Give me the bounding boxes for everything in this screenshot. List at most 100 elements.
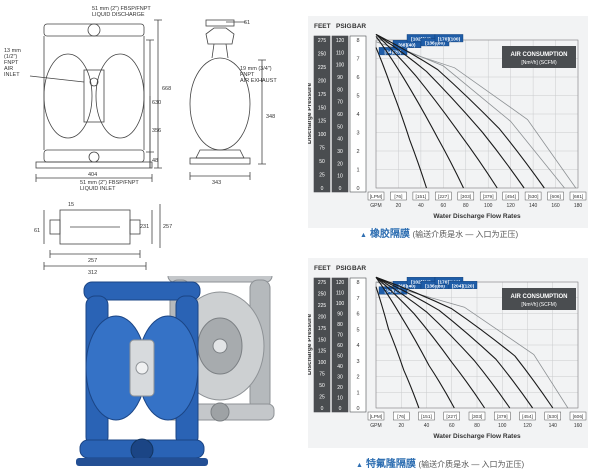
psig-tick-label: 20 bbox=[337, 385, 343, 391]
series-curve bbox=[375, 276, 534, 409]
series-curve bbox=[375, 33, 545, 189]
series-label: [68](40) bbox=[398, 283, 415, 289]
exhaust-label-2: FNPT bbox=[240, 72, 255, 78]
legend-title: AIR CONSUMPTION bbox=[511, 294, 568, 300]
lpm-tick-box bbox=[435, 191, 452, 201]
feet-tick-label: 25 bbox=[319, 173, 325, 179]
axis-column bbox=[349, 35, 367, 193]
discharge-port bbox=[87, 23, 101, 37]
psig-tick-label: 60 bbox=[337, 112, 343, 118]
lpm-tick-label: [303] bbox=[460, 194, 471, 200]
chart-caption-ptfe: ▲特氟隆隔膜 (输送介质是水 — 入口为正压) bbox=[356, 455, 524, 470]
lpm-tick-box bbox=[367, 411, 385, 421]
dim-line-231-257 bbox=[151, 204, 161, 248]
dim-line-348 bbox=[258, 59, 266, 165]
series-label: [136](80) bbox=[425, 40, 445, 46]
caption-title: 橡胶隔膜 bbox=[369, 229, 410, 240]
feet-tick-label: 125 bbox=[318, 119, 327, 125]
gpm-tick-label: 120 bbox=[506, 203, 515, 209]
gpm-tick-label: 120 bbox=[523, 423, 532, 429]
series-curve bbox=[375, 33, 525, 189]
dimension-drawing: 51 mm (2") FBSP/FNPT LIQUID DISCHARGE 13… bbox=[4, 6, 277, 276]
lpm-tick-box bbox=[412, 191, 430, 201]
bar-tick-label: 1 bbox=[356, 168, 359, 174]
series-label-box bbox=[434, 34, 464, 43]
air-valve-block bbox=[83, 69, 105, 123]
bar-tick-label: 2 bbox=[356, 375, 359, 381]
lpm-tick-box bbox=[367, 191, 385, 201]
plot-frame bbox=[375, 39, 579, 189]
lpm-tick-box bbox=[502, 191, 519, 201]
feet-tick-label: 50 bbox=[319, 159, 325, 165]
lpm-tick-box bbox=[468, 411, 486, 421]
lpm-tick-label: [76] bbox=[394, 194, 402, 200]
discharge-label-2: LIQUID DISCHARGE bbox=[92, 12, 145, 18]
feet-tick-label: 175 bbox=[318, 92, 327, 98]
bar-tick-label: 3 bbox=[356, 359, 359, 365]
lpm-tick-label: [681] bbox=[573, 194, 584, 200]
bar-tick-label: 3 bbox=[356, 131, 359, 137]
caption-title: 特氟隆隔膜 bbox=[365, 459, 416, 470]
lpm-tick-box bbox=[569, 411, 587, 421]
psig-tick-label: 90 bbox=[337, 312, 343, 318]
plan-right-flange bbox=[129, 219, 141, 235]
chart-caption-rubber: ▲橡胶隔膜 (输送介质是水 — 入口为正压) bbox=[360, 225, 518, 240]
triangle-icon: ▲ bbox=[360, 232, 367, 239]
gpm-tick-label: 20 bbox=[396, 203, 402, 209]
lpm-tick-box bbox=[569, 191, 587, 201]
unit-label-psig: PSIG bbox=[336, 23, 352, 30]
lpm-tick-box bbox=[519, 411, 536, 421]
air-inlet-label-1: 13 mm bbox=[4, 48, 21, 54]
air-inlet-label-4: AIR bbox=[4, 66, 13, 72]
series-curve bbox=[375, 276, 511, 409]
dim-line-width bbox=[35, 174, 153, 182]
legend-box bbox=[502, 288, 576, 310]
dim-348: 348 bbox=[266, 114, 275, 120]
lpm-tick-label: [379] bbox=[483, 194, 494, 200]
lpm-tick-label: [454] bbox=[522, 414, 533, 420]
feet-tick-label: 250 bbox=[318, 51, 327, 57]
series-curve bbox=[375, 276, 455, 409]
psig-tick-label: 110 bbox=[336, 291, 344, 297]
series-curve bbox=[375, 276, 486, 409]
series-curve bbox=[375, 47, 428, 189]
feet-tick-label: 150 bbox=[318, 105, 327, 111]
axis-column bbox=[349, 277, 367, 413]
feet-tick-label: 125 bbox=[318, 349, 327, 355]
bar-tick-label: 6 bbox=[356, 75, 359, 81]
dim-line-257-bottom bbox=[49, 250, 141, 258]
exhaust-label-1: 19 mm (3/4") bbox=[240, 66, 272, 72]
feet-tick-label: 75 bbox=[319, 146, 325, 152]
discharge-label: 51 mm (2") FBSP/FNPT bbox=[92, 6, 151, 12]
gpm-tick-label: 60 bbox=[449, 423, 455, 429]
lpm-tick-box bbox=[443, 411, 460, 421]
faint-curve bbox=[375, 41, 577, 189]
lpm-tick-box bbox=[457, 191, 475, 201]
bar-tick-label: 0 bbox=[356, 406, 359, 412]
psig-tick-label: 80 bbox=[337, 87, 343, 93]
bar-tick-label: 5 bbox=[356, 94, 359, 100]
psig-tick-label: 120 bbox=[336, 280, 345, 286]
legend-title: AIR CONSUMPTION bbox=[511, 52, 568, 58]
leader-air-inlet bbox=[29, 75, 85, 83]
lpm-tick-label: [379] bbox=[497, 414, 508, 420]
feet-tick-label: 75 bbox=[319, 372, 325, 378]
lpm-tick-box bbox=[418, 411, 435, 421]
bar-tick-label: 8 bbox=[356, 280, 359, 286]
series-label: [136](80) bbox=[425, 283, 445, 289]
psig-tick-label: 60 bbox=[337, 343, 343, 349]
unit-label-feet: FEET bbox=[314, 23, 331, 30]
lpm-tick-label: [303] bbox=[472, 414, 483, 420]
x-axis-label: Water Discharge Flow Rates bbox=[433, 433, 521, 440]
series-curve bbox=[375, 276, 554, 409]
series-label: [68](40) bbox=[398, 42, 415, 48]
pump-photo bbox=[76, 276, 275, 466]
lpm-tick-box bbox=[393, 411, 410, 421]
feet-tick-label: 0 bbox=[321, 406, 324, 412]
air-inlet-label-5: INLET bbox=[4, 72, 20, 78]
psig-tick-label: 80 bbox=[337, 322, 343, 328]
legend-box bbox=[502, 46, 576, 68]
unit-label-bar: BAR bbox=[352, 23, 366, 30]
gpm-tick-label: 60 bbox=[441, 203, 447, 209]
lpm-tick-label: [227] bbox=[438, 194, 449, 200]
